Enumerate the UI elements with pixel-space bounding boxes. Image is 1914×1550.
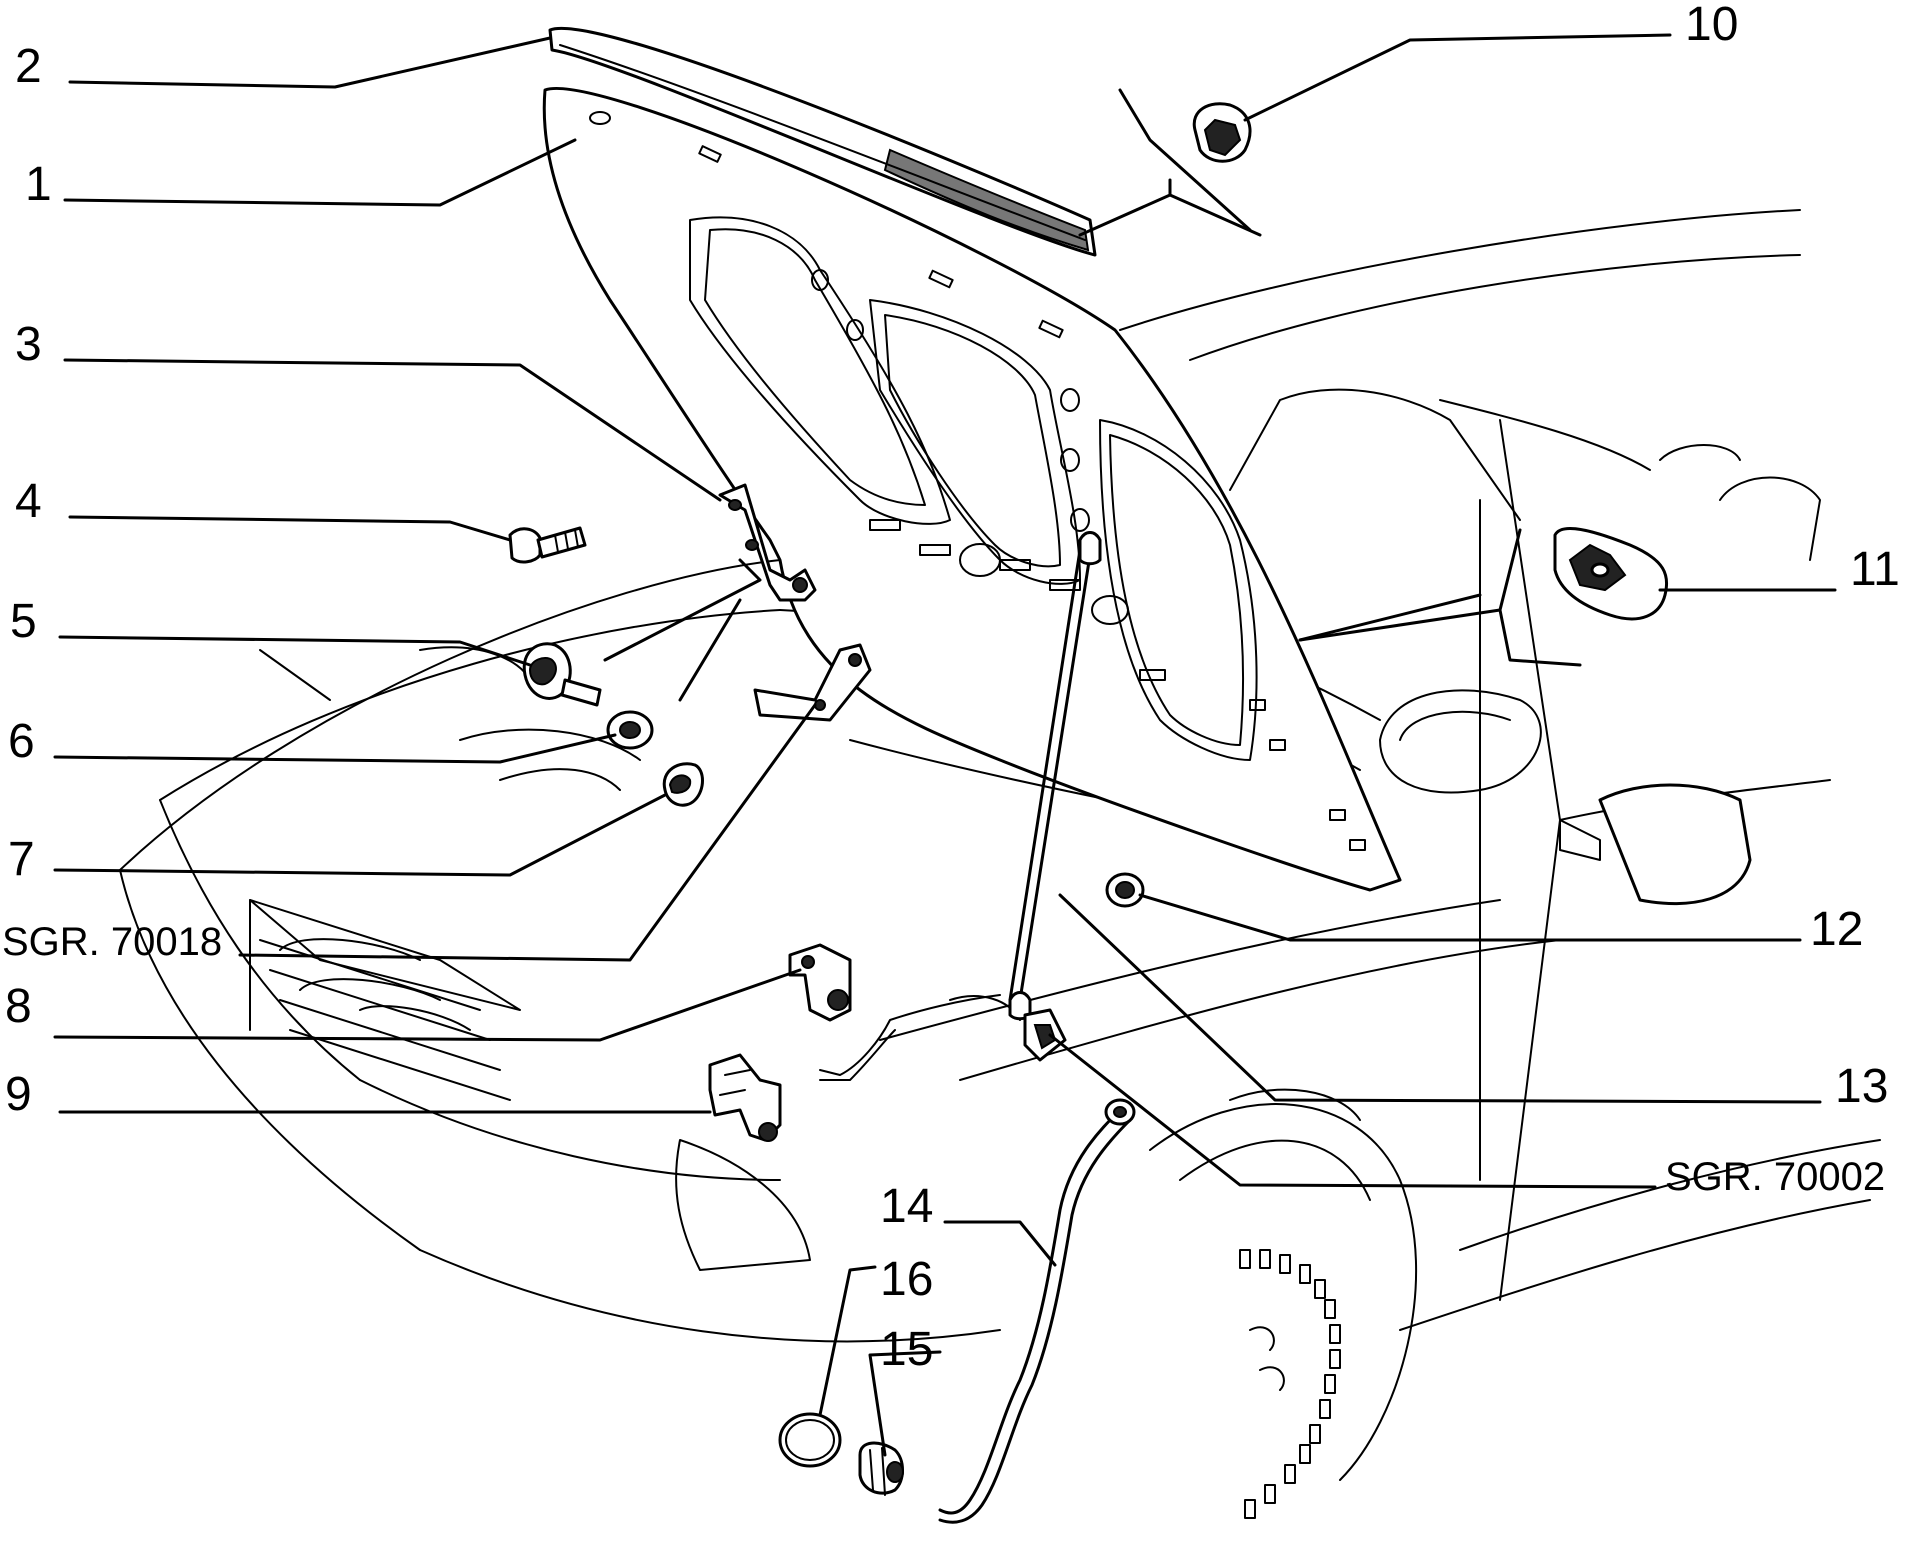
callout-12: 12	[1810, 903, 1863, 956]
boot-lid-panel	[542, 87, 1402, 892]
bush-15	[858, 1441, 904, 1496]
secondary-leaders	[603, 88, 1582, 702]
plug-12	[1105, 872, 1145, 908]
boot-lid-top-strip	[548, 26, 1097, 257]
callout-14: 14	[880, 1180, 933, 1233]
callout-13: 13	[1835, 1060, 1888, 1113]
callout-7: 7	[8, 833, 35, 886]
lock-cable	[819, 994, 1001, 1076]
callout-1: 1	[25, 158, 52, 211]
reference-sgr-70018: SGR. 70018	[2, 920, 222, 964]
wheel-vents	[1239, 1249, 1341, 1519]
lock-9	[708, 1053, 782, 1142]
callout-9: 9	[5, 1068, 32, 1121]
callout-labels: 1 2 3 4 5 6 7 8 9 10 11 12 13 14 15 16 S…	[2, 0, 1900, 1376]
callout-15: 15	[880, 1323, 933, 1376]
striker-11	[1553, 526, 1669, 621]
leader-lines	[53, 33, 1837, 1457]
callout-2: 2	[15, 40, 42, 93]
clip-10	[1192, 102, 1252, 163]
car-body-outline	[119, 209, 1881, 1519]
callout-16: 16	[880, 1253, 933, 1306]
callout-5: 5	[10, 595, 37, 648]
buffer-13	[1023, 1008, 1067, 1062]
rear-vent-grille	[249, 899, 521, 1101]
callout-4: 4	[15, 475, 42, 528]
bolt-4	[508, 526, 587, 564]
support-rod-14	[938, 1098, 1136, 1524]
gas-strut	[1008, 531, 1102, 1021]
latch-bracket	[753, 643, 872, 722]
ring-16	[778, 1412, 842, 1468]
screw-5	[522, 642, 602, 707]
callout-10: 10	[1685, 0, 1738, 51]
callout-6: 6	[8, 715, 35, 768]
grommet-7	[662, 762, 704, 807]
callout-8: 8	[5, 980, 32, 1033]
callout-3: 3	[15, 318, 42, 371]
lock-clip-8	[788, 943, 852, 1022]
washer-6	[606, 710, 654, 750]
callout-11: 11	[1850, 543, 1900, 596]
reference-sgr-70002: SGR. 70002	[1665, 1155, 1885, 1199]
hinge	[718, 483, 817, 602]
